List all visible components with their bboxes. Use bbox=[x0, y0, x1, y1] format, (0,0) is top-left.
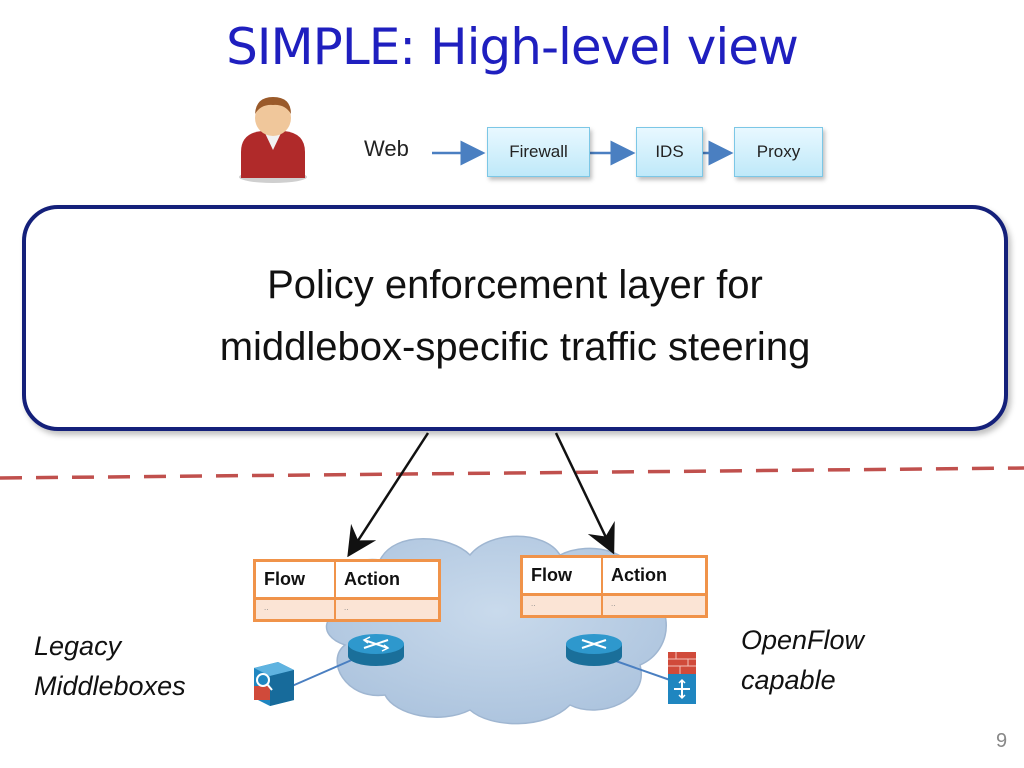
flow-table-row: .. .. bbox=[256, 600, 438, 619]
action-cell: .. bbox=[611, 599, 616, 608]
legacy-label-line-1: Legacy bbox=[34, 631, 122, 661]
flow-table-header: Flow Action bbox=[523, 558, 705, 596]
policy-line-1: Policy enforcement layer for bbox=[267, 263, 763, 307]
legacy-middleboxes-label: Legacy Middleboxes bbox=[34, 626, 186, 706]
divider-line bbox=[0, 466, 1024, 480]
middlebox-ids: IDS bbox=[636, 127, 703, 177]
flow-table-right: Flow Action .. .. bbox=[520, 555, 708, 618]
firewall-device-icon bbox=[668, 652, 696, 704]
legacy-label-line-2: Middleboxes bbox=[34, 671, 186, 701]
slide-title: SIMPLE: High-level view bbox=[226, 18, 799, 76]
openflow-label-line-1: OpenFlow bbox=[741, 625, 865, 655]
router-icon bbox=[348, 634, 404, 666]
middlebox-firewall: Firewall bbox=[487, 127, 590, 177]
traffic-source-label: Web bbox=[364, 136, 409, 161]
arrow-policy-right bbox=[554, 432, 615, 555]
router-icon bbox=[566, 634, 622, 666]
flow-table-header: Flow Action bbox=[256, 562, 438, 600]
flow-table-row: .. .. bbox=[523, 596, 705, 615]
flow-column-header: Flow bbox=[256, 562, 336, 597]
page-number: 9 bbox=[996, 730, 1008, 752]
arrow-policy-left bbox=[347, 432, 430, 558]
policy-line-2: middlebox-specific traffic steering bbox=[219, 325, 811, 369]
flow-column-header: Flow bbox=[523, 558, 603, 593]
action-column-header: Action bbox=[611, 565, 667, 585]
legacy-middlebox-icon bbox=[254, 662, 294, 706]
policy-enforcement-box: Policy enforcement layer for middlebox-s… bbox=[22, 205, 1008, 431]
flow-cell: .. bbox=[523, 596, 603, 615]
middlebox-proxy: Proxy bbox=[734, 127, 823, 177]
flow-table-left: Flow Action .. .. bbox=[253, 559, 441, 622]
action-column-header: Action bbox=[344, 569, 400, 589]
policy-description: Policy enforcement layer for middlebox-s… bbox=[26, 254, 1004, 378]
openflow-capable-label: OpenFlow capable bbox=[741, 620, 864, 700]
user-icon bbox=[239, 97, 307, 183]
flow-cell: .. bbox=[256, 600, 336, 619]
action-cell: .. bbox=[344, 603, 349, 612]
openflow-label-line-2: capable bbox=[741, 665, 836, 695]
